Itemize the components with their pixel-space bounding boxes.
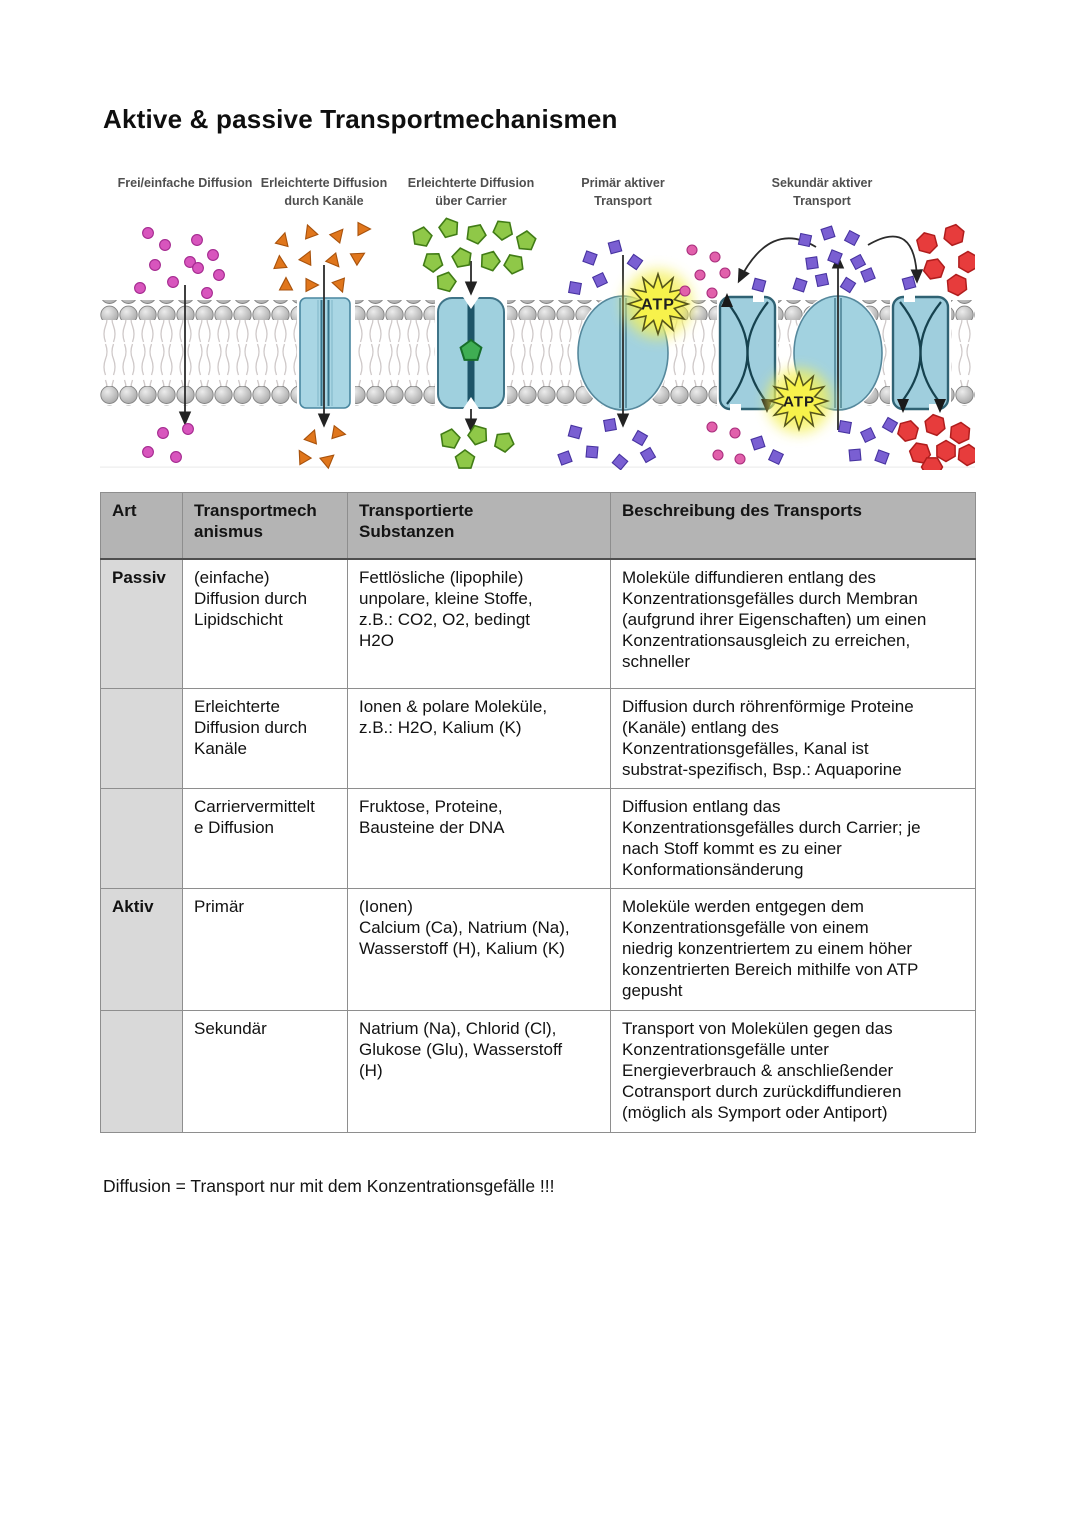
cell-description: Transport von Molekülen gegen das Konzen…: [610, 1010, 976, 1133]
cell-substances: Fruktose, Proteine, Bausteine der DNA: [347, 788, 611, 889]
orange-triangle-molecules-icon: [273, 221, 372, 470]
page-title: Aktive & passive Transportmechanismen: [103, 104, 618, 134]
cell-mechanism: Sekundär: [182, 1010, 348, 1133]
cell-mechanism: (einfache) Diffusion durch Lipidschicht: [182, 558, 348, 689]
header-substances: Transportierte Substanzen: [347, 492, 611, 560]
channel-protein-icon: [297, 295, 355, 411]
cell-substances: Natrium (Na), Chlorid (Cl), Glukose (Glu…: [347, 1010, 611, 1133]
label-secondary-active: Sekundär aktiver Transport: [771, 176, 873, 209]
table-row: Carriervermittelt e Diffusion Fruktose, …: [100, 788, 976, 889]
header-mechanism: Transportmech anismus: [182, 492, 348, 560]
cell-substances: (Ionen) Calcium (Ca), Natrium (Na), Wass…: [347, 888, 611, 1011]
label-carrier-diffusion: Erleichterte Diffusion über Carrier: [407, 176, 535, 209]
table-row: Passiv (einfache) Diffusion durch Lipids…: [100, 558, 976, 689]
cell-mechanism: Carriervermittelt e Diffusion: [182, 788, 348, 889]
footnote: Diffusion = Transport nur mit dem Konzen…: [103, 1176, 555, 1196]
cell-description: Moleküle werden entgegen dem Konzentrati…: [610, 888, 976, 1011]
cell-substances: Ionen & polare Moleküle, z.B.: H2O, Kali…: [347, 688, 611, 789]
pink-molecule-dots-icon: [134, 227, 225, 463]
table-row: Sekundär Natrium (Na), Chlorid (Cl), Glu…: [100, 1010, 976, 1133]
red-hexagon-molecules-icon: [897, 223, 975, 470]
cell-description: Diffusion durch röhrenförmige Proteine (…: [610, 688, 976, 789]
svg-text:ATP: ATP: [641, 297, 675, 314]
symporter-protein-icon: [890, 292, 951, 414]
cell-mechanism: Primär: [182, 888, 348, 1011]
cell-substances: Fettlösliche (lipophile) unpolare, klein…: [347, 558, 611, 689]
transport-arrow-icons: [178, 235, 924, 433]
diagram-labels: Frei/einfache Diffusion Erleichterte Dif…: [100, 174, 975, 210]
atp-burst-icon: ATP: [766, 368, 832, 434]
carrier-protein-icon: [435, 295, 507, 411]
curved-arrow-right-icon: [867, 235, 924, 284]
table-row: Erleichterte Diffusion durch Kanäle Ione…: [100, 688, 976, 789]
header-art: Art: [100, 492, 183, 560]
label-primary-active: Primär aktiver Transport: [581, 176, 665, 209]
cell-art: [100, 688, 183, 789]
atp-burst-icon: ATP: [624, 270, 692, 338]
antiporter-protein-icon: [717, 292, 778, 414]
label-free-diffusion: Frei/einfache Diffusion: [117, 176, 253, 190]
cell-mechanism: Erleichterte Diffusion durch Kanäle: [182, 688, 348, 789]
cell-art: Passiv: [100, 558, 183, 689]
cell-art: [100, 788, 183, 889]
cell-description: Diffusion entlang das Konzentrationsgefä…: [610, 788, 976, 889]
cell-art: [100, 1010, 183, 1133]
purple-square-ions-icon: [557, 225, 917, 470]
svg-text:ATP: ATP: [783, 393, 815, 410]
table-row: Aktiv Primär (Ionen) Calcium (Ca), Natri…: [100, 888, 976, 1011]
green-pentagon-molecules-icon: [412, 217, 537, 469]
magenta-ion-dots-icon: [679, 244, 746, 465]
cell-description: Moleküle diffundieren entlang des Konzen…: [610, 558, 976, 689]
figure-bottom-edge: [100, 466, 975, 468]
header-description: Beschreibung des Transports: [610, 492, 976, 560]
membrane-transport-diagram: ATP ATP: [100, 217, 975, 470]
cell-art: Aktiv: [100, 888, 183, 1011]
transport-table: Art Transportmech anismus Transportierte…: [100, 492, 976, 1133]
table-header-row: Art Transportmech anismus Transportierte…: [100, 492, 976, 560]
label-channel-diffusion: Erleichterte Diffusion durch Kanäle: [260, 176, 388, 209]
